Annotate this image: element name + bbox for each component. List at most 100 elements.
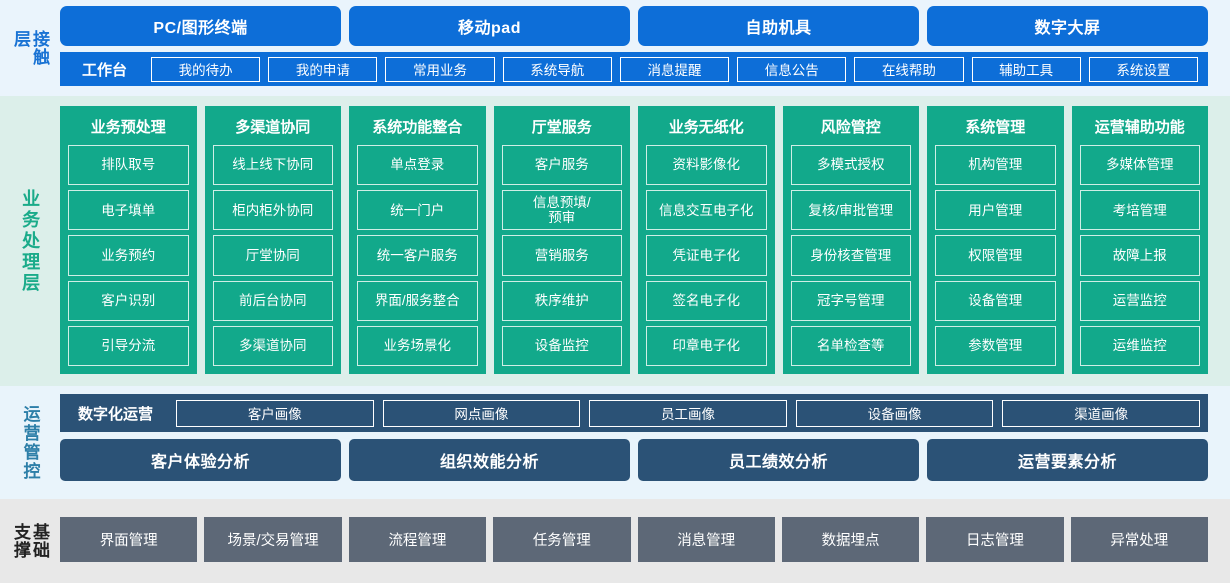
- business-column-paperless: 业务无纸化 资料影像化 信息交互电子化 凭证电子化 签名电子化 印章电子化: [638, 106, 775, 374]
- layer-contact-body: PC/图形终端 移动pad 自助机具 数字大屏 工作台 我的待办 我的申请 常用…: [60, 0, 1230, 96]
- layer-operations-label: 运营管控: [20, 404, 40, 481]
- business-item[interactable]: 多渠道协同: [212, 325, 333, 367]
- business-item[interactable]: 设备监控: [501, 325, 622, 367]
- business-column-title: 系统管理: [965, 118, 1026, 136]
- business-item[interactable]: 考培管理: [1079, 190, 1200, 231]
- business-column-title: 多渠道协同: [235, 118, 311, 136]
- portrait-device[interactable]: 设备画像: [795, 399, 994, 427]
- business-item[interactable]: 用户管理: [935, 190, 1056, 231]
- business-columns: 业务预处理 排队取号 电子填单 业务预约 客户识别 引导分流 多渠道协同 线上线…: [60, 106, 1208, 374]
- workbench-title: 工作台: [82, 61, 128, 79]
- business-item[interactable]: 故障上报: [1079, 235, 1200, 276]
- channel-digital-screen[interactable]: 数字大屏: [927, 6, 1208, 46]
- base-item-ui-management[interactable]: 界面管理: [60, 516, 198, 562]
- analysis-employee-performance[interactable]: 员工绩效分析: [638, 439, 919, 481]
- business-column-title: 风险管控: [820, 118, 881, 136]
- analysis-organizational-efficiency[interactable]: 组织效能分析: [349, 439, 630, 481]
- workbench-item-aux-tools[interactable]: 辅助工具: [971, 56, 1081, 82]
- channel-self-service[interactable]: 自助机具: [638, 6, 919, 46]
- base-item-log-management[interactable]: 日志管理: [926, 516, 1064, 562]
- business-column-title: 业务预处理: [90, 118, 166, 136]
- base-item-process-management[interactable]: 流程管理: [348, 516, 487, 562]
- workbench-item-my-todo[interactable]: 我的待办: [151, 56, 261, 82]
- business-item[interactable]: 签名电子化: [646, 280, 767, 321]
- workbench-item-message-alert[interactable]: 消息提醒: [619, 56, 730, 82]
- business-item[interactable]: 柜内柜外协同: [212, 190, 333, 231]
- business-item[interactable]: 设备管理: [935, 280, 1056, 321]
- layer-base-support-body: 界面管理 场景/交易管理 流程管理 任务管理 消息管理 数据埋点 日志管理 异常…: [60, 499, 1230, 583]
- base-item-data-tracking[interactable]: 数据埋点: [781, 516, 920, 562]
- channel-pc[interactable]: PC/图形终端: [60, 6, 341, 46]
- business-item[interactable]: 单点登录: [357, 145, 478, 186]
- business-item[interactable]: 复核/审批管理: [790, 190, 911, 231]
- business-item[interactable]: 引导分流: [68, 325, 189, 367]
- business-item[interactable]: 参数管理: [935, 325, 1056, 367]
- channel-row: PC/图形终端 移动pad 自助机具 数字大屏: [60, 6, 1208, 46]
- portrait-channel[interactable]: 渠道画像: [1002, 399, 1200, 427]
- business-item[interactable]: 秩序维护: [501, 280, 622, 321]
- business-item[interactable]: 冠字号管理: [790, 280, 911, 321]
- business-item[interactable]: 电子填单: [68, 190, 189, 231]
- layer-base-support-label: 基础 支撑: [11, 523, 50, 559]
- business-item[interactable]: 厅堂协同: [212, 235, 333, 276]
- business-column-title: 业务无纸化: [668, 118, 744, 136]
- business-column-title: 系统功能整合: [372, 118, 463, 136]
- business-item[interactable]: 权限管理: [935, 235, 1056, 276]
- base-row: 界面管理 场景/交易管理 流程管理 任务管理 消息管理 数据埋点 日志管理 异常…: [60, 516, 1208, 562]
- analysis-customer-experience[interactable]: 客户体验分析: [60, 439, 341, 481]
- business-item[interactable]: 客户服务: [501, 145, 622, 186]
- workbench-item-my-application[interactable]: 我的申请: [268, 56, 378, 82]
- portrait-customer[interactable]: 客户画像: [176, 399, 374, 427]
- business-item[interactable]: 机构管理: [935, 145, 1056, 186]
- base-item-exception-handling[interactable]: 异常处理: [1070, 516, 1208, 562]
- business-column-title: 运营辅助功能: [1094, 118, 1185, 136]
- business-item[interactable]: 身份核查管理: [790, 235, 911, 276]
- business-item[interactable]: 统一客户服务: [357, 235, 478, 276]
- business-column-lobby-service: 厅堂服务 客户服务 信息预填/ 预审 营销服务 秩序维护 设备监控: [493, 106, 630, 374]
- layer-business-body: 业务预处理 排队取号 电子填单 业务预约 客户识别 引导分流 多渠道协同 线上线…: [60, 96, 1230, 386]
- business-item[interactable]: 统一门户: [357, 190, 478, 231]
- business-column-title: 厅堂服务: [531, 118, 592, 136]
- layer-contact: 接触 层 PC/图形终端 移动pad 自助机具 数字大屏 工作台 我的待办 我的…: [0, 0, 1230, 96]
- business-item[interactable]: 信息交互电子化: [646, 190, 767, 231]
- business-item[interactable]: 资料影像化: [646, 145, 767, 186]
- base-item-task-management[interactable]: 任务管理: [493, 516, 631, 562]
- base-item-scenario-transaction-management[interactable]: 场景/交易管理: [204, 516, 342, 562]
- business-item[interactable]: 业务场景化: [357, 325, 478, 367]
- workbench-item-online-help[interactable]: 在线帮助: [854, 56, 964, 82]
- portrait-employee[interactable]: 员工画像: [589, 399, 787, 427]
- workbench-item-common-business[interactable]: 常用业务: [385, 56, 495, 82]
- digital-operations-bar: 数字化运营 客户画像 网点画像 员工画像 设备画像 渠道画像: [60, 394, 1208, 432]
- business-column-system-integration: 系统功能整合 单点登录 统一门户 统一客户服务 界面/服务整合 业务场景化: [349, 106, 486, 374]
- layer-base-support: 基础 支撑 界面管理 场景/交易管理 流程管理 任务管理 消息管理 数据埋点 日…: [0, 499, 1230, 583]
- business-item[interactable]: 多媒体管理: [1079, 145, 1200, 186]
- business-item[interactable]: 运营监控: [1079, 280, 1200, 321]
- business-column-system-management: 系统管理 机构管理 用户管理 权限管理 设备管理 参数管理: [927, 106, 1064, 374]
- business-column-ops-support: 运营辅助功能 多媒体管理 考培管理 故障上报 运营监控 运维监控: [1071, 106, 1208, 374]
- business-column-risk-control: 风险管控 多模式授权 复核/审批管理 身份核查管理 冠字号管理 名单检查等: [782, 106, 919, 374]
- business-item[interactable]: 凭证电子化: [646, 235, 767, 276]
- business-item[interactable]: 客户识别: [68, 280, 189, 321]
- business-item[interactable]: 前后台协同: [212, 280, 333, 321]
- business-item[interactable]: 业务预约: [68, 235, 189, 276]
- workbench-bar: 工作台 我的待办 我的申请 常用业务 系统导航 消息提醒 信息公告 在线帮助 辅…: [60, 52, 1208, 86]
- business-item[interactable]: 线上线下协同: [212, 145, 333, 186]
- business-item[interactable]: 界面/服务整合: [357, 280, 478, 321]
- business-item[interactable]: 名单检查等: [790, 325, 911, 367]
- business-item[interactable]: 运维监控: [1079, 325, 1200, 367]
- business-item[interactable]: 营销服务: [501, 235, 622, 276]
- portrait-branch[interactable]: 网点画像: [382, 399, 581, 427]
- digital-operations-title: 数字化运营: [78, 405, 154, 423]
- workbench-item-info-bulletin[interactable]: 信息公告: [737, 56, 847, 82]
- workbench-item-system-settings[interactable]: 系统设置: [1088, 56, 1198, 82]
- business-item[interactable]: 排队取号: [68, 145, 189, 186]
- analysis-operation-elements[interactable]: 运营要素分析: [927, 439, 1208, 481]
- channel-mobile-pad[interactable]: 移动pad: [349, 6, 630, 46]
- business-item[interactable]: 多模式授权: [790, 145, 911, 186]
- analysis-row: 客户体验分析 组织效能分析 员工绩效分析 运营要素分析: [60, 439, 1208, 481]
- workbench-item-system-navigation[interactable]: 系统导航: [502, 56, 612, 82]
- business-item[interactable]: 信息预填/ 预审: [501, 190, 622, 231]
- layer-operations-body: 数字化运营 客户画像 网点画像 员工画像 设备画像 渠道画像 客户体验分析 组织…: [60, 386, 1230, 499]
- business-item[interactable]: 印章电子化: [646, 325, 767, 367]
- base-item-message-management[interactable]: 消息管理: [637, 516, 775, 562]
